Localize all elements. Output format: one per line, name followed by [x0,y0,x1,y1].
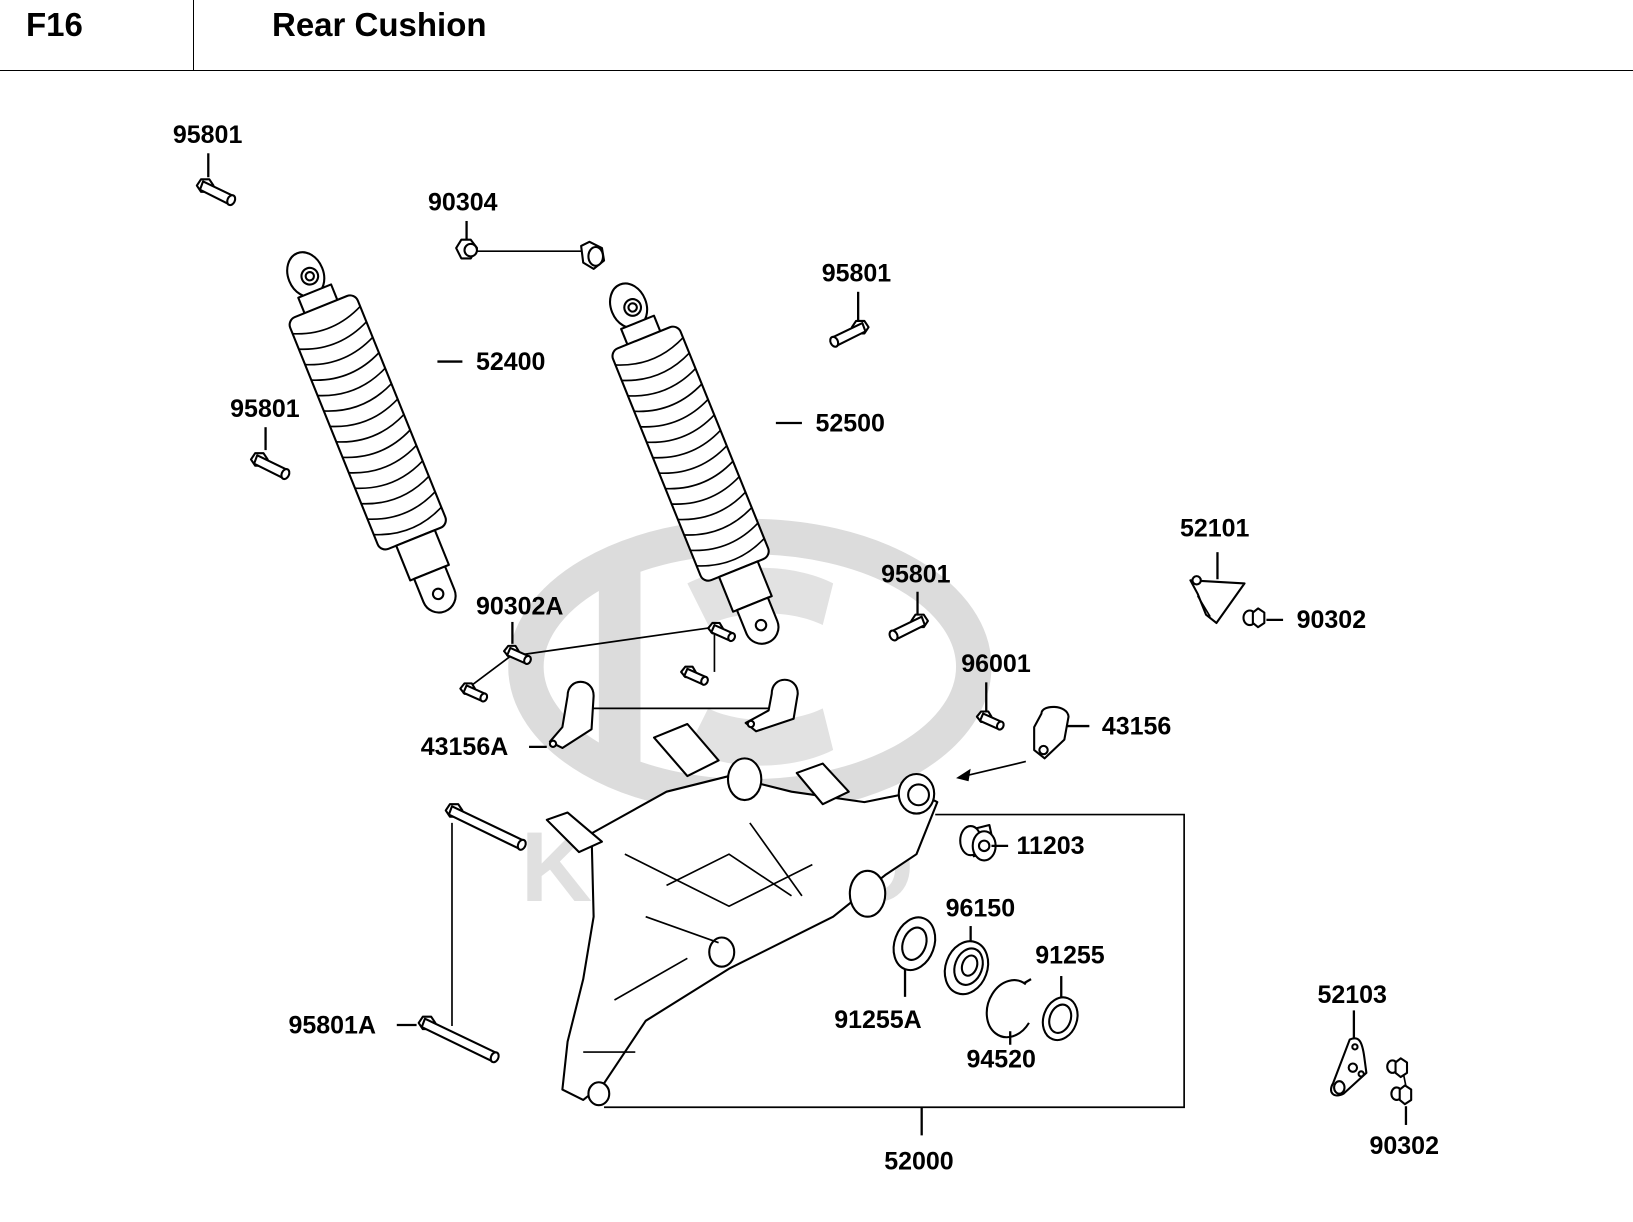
part-95801-right-upper[interactable]: 95801 [822,259,892,350]
part-label: 52500 [815,409,884,437]
page-title: Rear Cushion [272,6,487,43]
part-90302A-bolts[interactable]: 90302A [459,593,738,704]
part-label: 90302 [1370,1132,1439,1160]
part-label: 91255 [1035,942,1105,970]
part-label: 90304 [428,189,498,217]
part-label: 52103 [1317,981,1386,1009]
part-label: 43156 [1102,712,1171,740]
part-96150-bearing[interactable]: 96150 [938,895,1015,1001]
part-52000-swing-arm[interactable]: 52000 [545,722,1185,1176]
part-95801-left-lower[interactable]: 95801 [230,395,300,482]
header-divider [193,0,194,70]
part-label: 94520 [966,1046,1035,1074]
part-95801-right-lower[interactable]: 95801 [881,560,951,643]
page-header: F16 Rear Cushion [0,0,1633,71]
part-label: 52101 [1180,515,1250,543]
part-90304[interactable]: 90304 [428,189,606,270]
part-label: 95801A [288,1011,376,1039]
part-label: 90302 [1297,606,1366,634]
part-90302-upper[interactable]: 90302 [1242,606,1366,634]
part-label: 95801 [881,560,951,588]
part-label: 96001 [961,650,1031,678]
part-label: 52000 [884,1148,953,1176]
part-52400-left-shock[interactable]: 52400 [265,239,545,626]
part-95801-upper-left[interactable]: 95801 [173,121,243,208]
part-95801A-long-bolts[interactable]: 95801A [288,803,527,1064]
part-label: 95801 [173,121,243,149]
part-91255A-seal[interactable]: 91255A [834,912,942,1035]
part-96001[interactable]: 96001 [961,650,1031,732]
part-label: 95801 [822,259,892,287]
part-label: 52400 [476,348,545,376]
part-52500-right-shock[interactable]: 52500 [588,270,885,657]
part-label: 90302A [476,593,564,621]
part-90302-lower[interactable]: 90302 [1370,1057,1439,1160]
part-label: 43156A [421,733,509,761]
part-94520-circlip[interactable]: 94520 [966,978,1036,1074]
part-43156A-clamps[interactable]: 43156A [421,678,799,762]
part-52101-bracket[interactable]: 52101 [1180,515,1250,625]
part-label: 96150 [946,895,1015,923]
part-52103-bracket[interactable]: 52103 [1317,981,1387,1097]
part-label: 11203 [1016,832,1084,860]
part-label: 95801 [230,395,300,423]
part-11203-bushing[interactable]: 11203 [959,823,1085,862]
part-label: 91255A [834,1006,922,1034]
figure-code: F16 [26,6,83,43]
part-91255-seal[interactable]: 91255 [1035,942,1105,1045]
part-43156-clamp[interactable]: 43156 [956,705,1171,782]
